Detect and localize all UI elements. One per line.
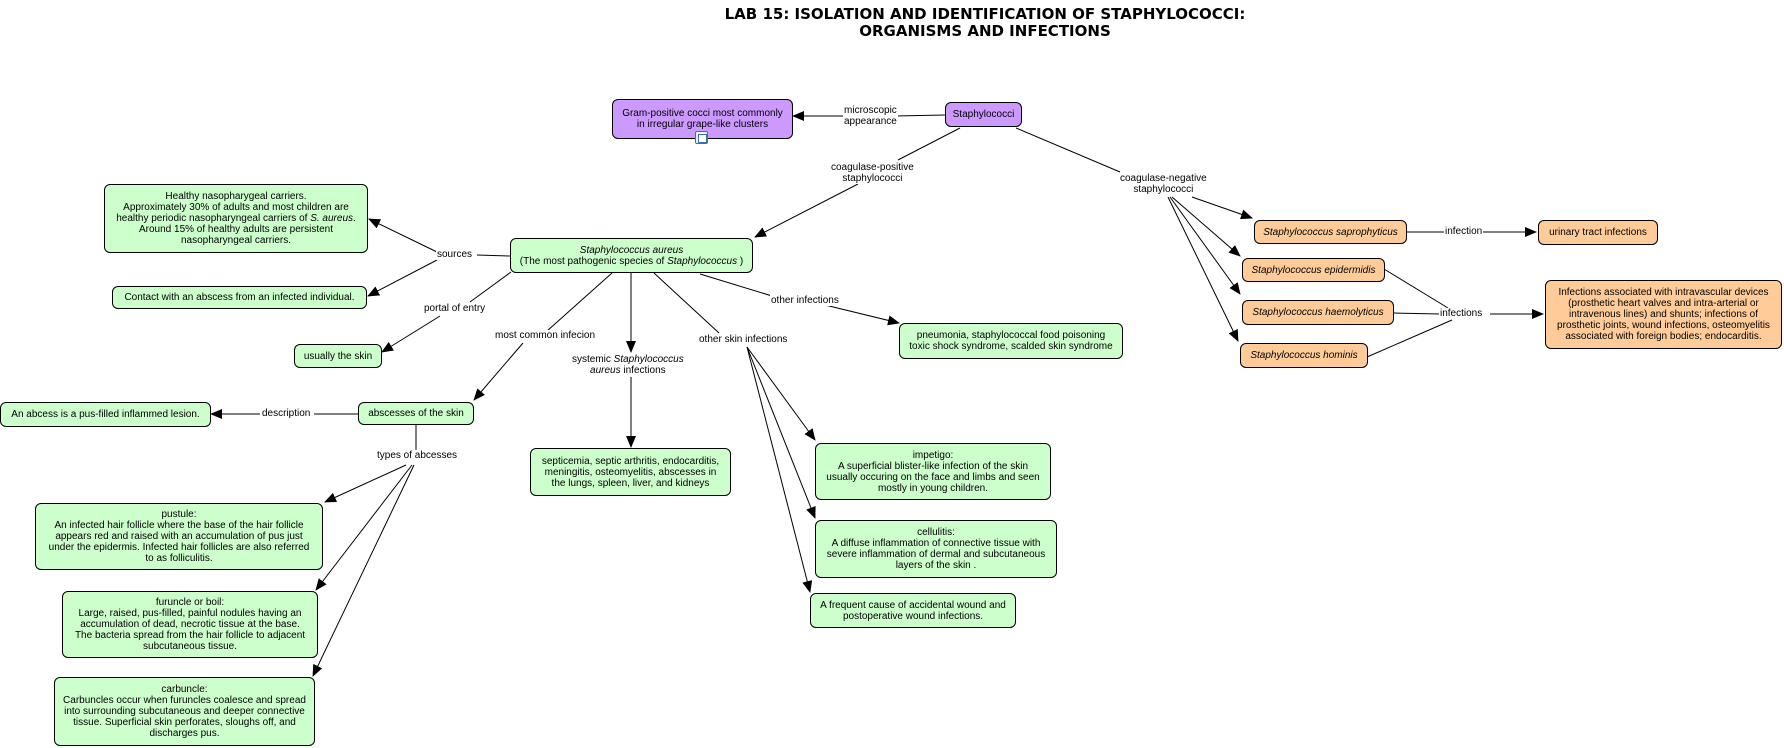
edge-line (469, 271, 512, 303)
link-infections: infections (1439, 308, 1484, 319)
node-urinary-tract-infections[interactable]: urinary tract infections (1538, 220, 1658, 245)
node-staphylococcus-saprophyticus[interactable]: Staphylococcus saprophyticus (1254, 220, 1407, 244)
node-staphylococcus-hominis[interactable]: Staphylococcus hominis (1240, 343, 1368, 368)
title-line-1: LAB 15: ISOLATION AND IDENTIFICATION OF … (724, 5, 1246, 23)
edge-line (824, 304, 900, 326)
node-furuncle-or-boil[interactable]: furuncle or boil:Large, raised, pus-fill… (62, 591, 318, 658)
edge-line (1015, 127, 1121, 173)
page-title: LAB 15: ISOLATION AND IDENTIFICATION OF … (630, 6, 1340, 40)
edge-line (1169, 196, 1241, 295)
edge-line (1366, 319, 1453, 358)
edge-line (699, 273, 773, 297)
node-staphylococcus-haemolyticus[interactable]: Staphylococcus haemolyticus (1242, 300, 1394, 325)
edge-line (653, 272, 720, 334)
node-impetigo[interactable]: impetigo:A superficial blister-like infe… (815, 443, 1051, 500)
link-most-common-infecion: most common infecion (494, 330, 597, 341)
node-carbuncle[interactable]: carbuncle:Carbuncles occur when furuncle… (54, 677, 315, 746)
node-contact-with-abscess[interactable]: Contact with an abscess from an infected… (112, 286, 367, 309)
edge-line (368, 218, 438, 253)
edge-line (315, 464, 413, 591)
edge-line (746, 346, 816, 441)
edge-line (1383, 268, 1449, 309)
edge-line (897, 127, 961, 161)
edge-line (324, 464, 407, 503)
node-other-infections[interactable]: pneumonia, staphylococcal food poisoning… (899, 323, 1123, 359)
node-abscess-definition[interactable]: An abcess is a pus-filled inflammed lesi… (0, 402, 211, 427)
edge-line (381, 315, 441, 353)
link-systemic-infections: systemic Staphylococcus aureus infection… (571, 354, 685, 376)
link-other-skin-infections: other skin infections (698, 334, 789, 345)
node-nasopharyngeal-carriers[interactable]: Healthy nasopharygeal carriers. Approxim… (104, 184, 368, 253)
link-portal-of-entry: portal of entry (423, 303, 487, 314)
node-pustule[interactable]: pustule:An infected hair follicle where … (35, 503, 323, 570)
node-cellulitis[interactable]: cellulitis:A diffuse inflammation of con… (815, 520, 1057, 578)
edge-line (894, 114, 946, 117)
node-abscesses-of-the-skin[interactable]: abscesses of the skin (358, 402, 474, 425)
title-line-2: ORGANISMS AND INFECTIONS (859, 22, 1111, 40)
edge-line (476, 254, 511, 257)
edge-line (312, 464, 415, 677)
edge-line (473, 342, 524, 401)
node-staphylococcus-epidermidis[interactable]: Staphylococcus epidermidis (1242, 258, 1385, 282)
edge-line (1191, 196, 1253, 220)
node-staphylococci[interactable]: Staphylococci (945, 102, 1022, 127)
link-description: description (261, 408, 312, 419)
edge-line (746, 346, 813, 593)
node-staphylococcus-aureus[interactable]: Staphylococcus aureus (The most pathogen… (510, 238, 753, 273)
link-other-infections: other infections (770, 295, 840, 306)
node-usually-the-skin[interactable]: usually the skin (294, 344, 382, 368)
link-types-of-abcesses: types of abcesses (376, 450, 459, 461)
edge-line (367, 259, 438, 297)
edge-line (1167, 196, 1239, 342)
node-systemic-infections[interactable]: septicemia, septic arthritis, endocardit… (530, 448, 731, 496)
edge-line (1171, 196, 1241, 257)
edge-line (754, 183, 859, 238)
edge-line (1392, 312, 1441, 315)
link-sources: sources (436, 249, 474, 260)
link-infection: infection (1444, 226, 1484, 237)
node-wound-infections[interactable]: A frequent cause of accidental wound and… (810, 593, 1016, 628)
attached-document-icon[interactable] (695, 131, 708, 144)
node-device-associated-infections[interactable]: Infections associated with intravascular… (1545, 280, 1782, 349)
edge-line (746, 346, 816, 519)
edge-line (546, 272, 613, 332)
